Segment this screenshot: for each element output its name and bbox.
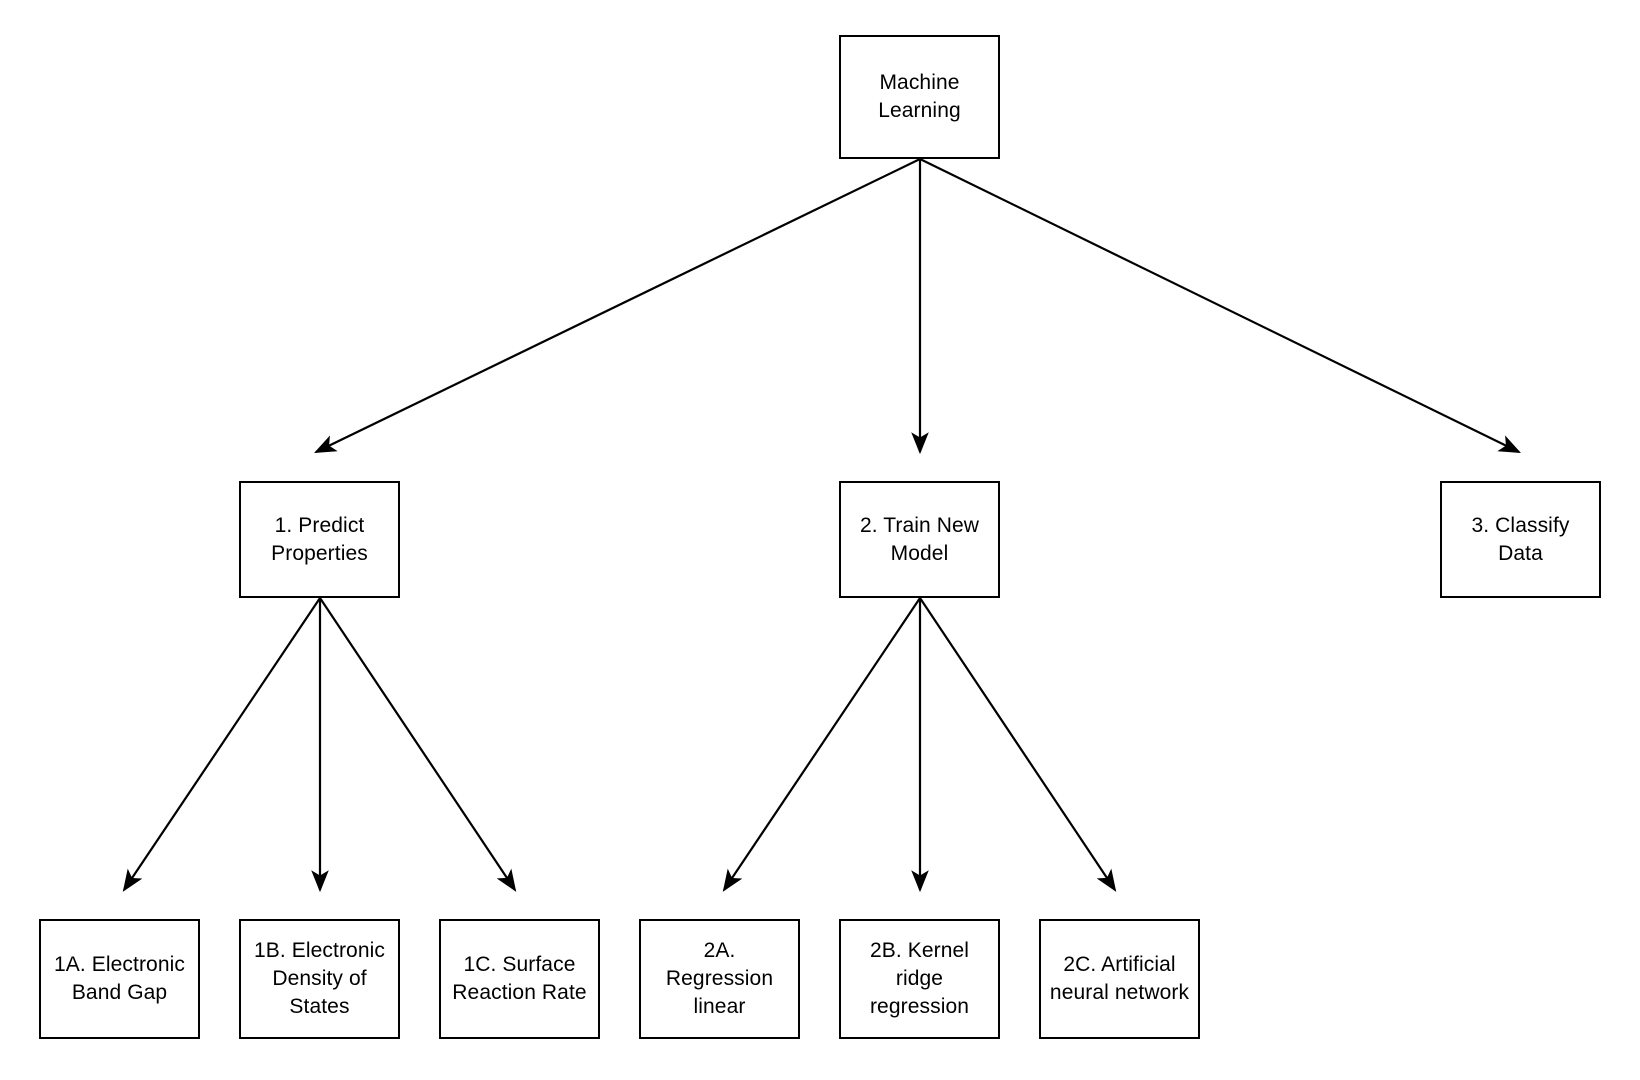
node-box-n2a[interactable]: 2A. Regression linear (639, 919, 800, 1039)
node-box-n2b[interactable]: 2B. Kernel ridge regression (839, 919, 1000, 1039)
node-box-n2c[interactable]: 2C. Artificial neural network (1039, 919, 1200, 1039)
node-label: 2A. Regression linear (665, 939, 774, 1018)
node-label: 2B. Kernel ridge regression (869, 939, 970, 1018)
node-box-n2[interactable]: 2. Train New Model (839, 481, 1000, 598)
node-label: 1A. Electronic Band Gap (54, 953, 185, 1004)
node-label: 1. Predict Properties (271, 513, 368, 565)
node-box-root[interactable]: Machine Learning (839, 35, 1000, 159)
node-label: 2C. Artificial neural network (1049, 953, 1190, 1004)
node-label: 2. Train New Model (859, 513, 980, 565)
edge-arrow (722, 597, 921, 892)
edge-arrow (919, 158, 1521, 453)
node-label: 1B. Electronic Density of States (254, 939, 385, 1018)
edge-arrow (122, 597, 321, 892)
node-box-n1a[interactable]: 1A. Electronic Band Gap (39, 919, 200, 1039)
node-label: 1C. Surface Reaction Rate (452, 953, 587, 1004)
node-label: Machine Learning (878, 71, 961, 122)
edge-arrow (314, 158, 921, 453)
node-label: 3. Classify Data (1471, 513, 1570, 565)
node-box-n1[interactable]: 1. Predict Properties (239, 481, 400, 598)
node-box-n1b[interactable]: 1B. Electronic Density of States (239, 919, 400, 1039)
edge-arrow (319, 597, 517, 892)
node-box-n3[interactable]: 3. Classify Data (1440, 481, 1601, 598)
edge-arrow (919, 597, 1117, 892)
node-box-n1c[interactable]: 1C. Surface Reaction Rate (439, 919, 600, 1039)
